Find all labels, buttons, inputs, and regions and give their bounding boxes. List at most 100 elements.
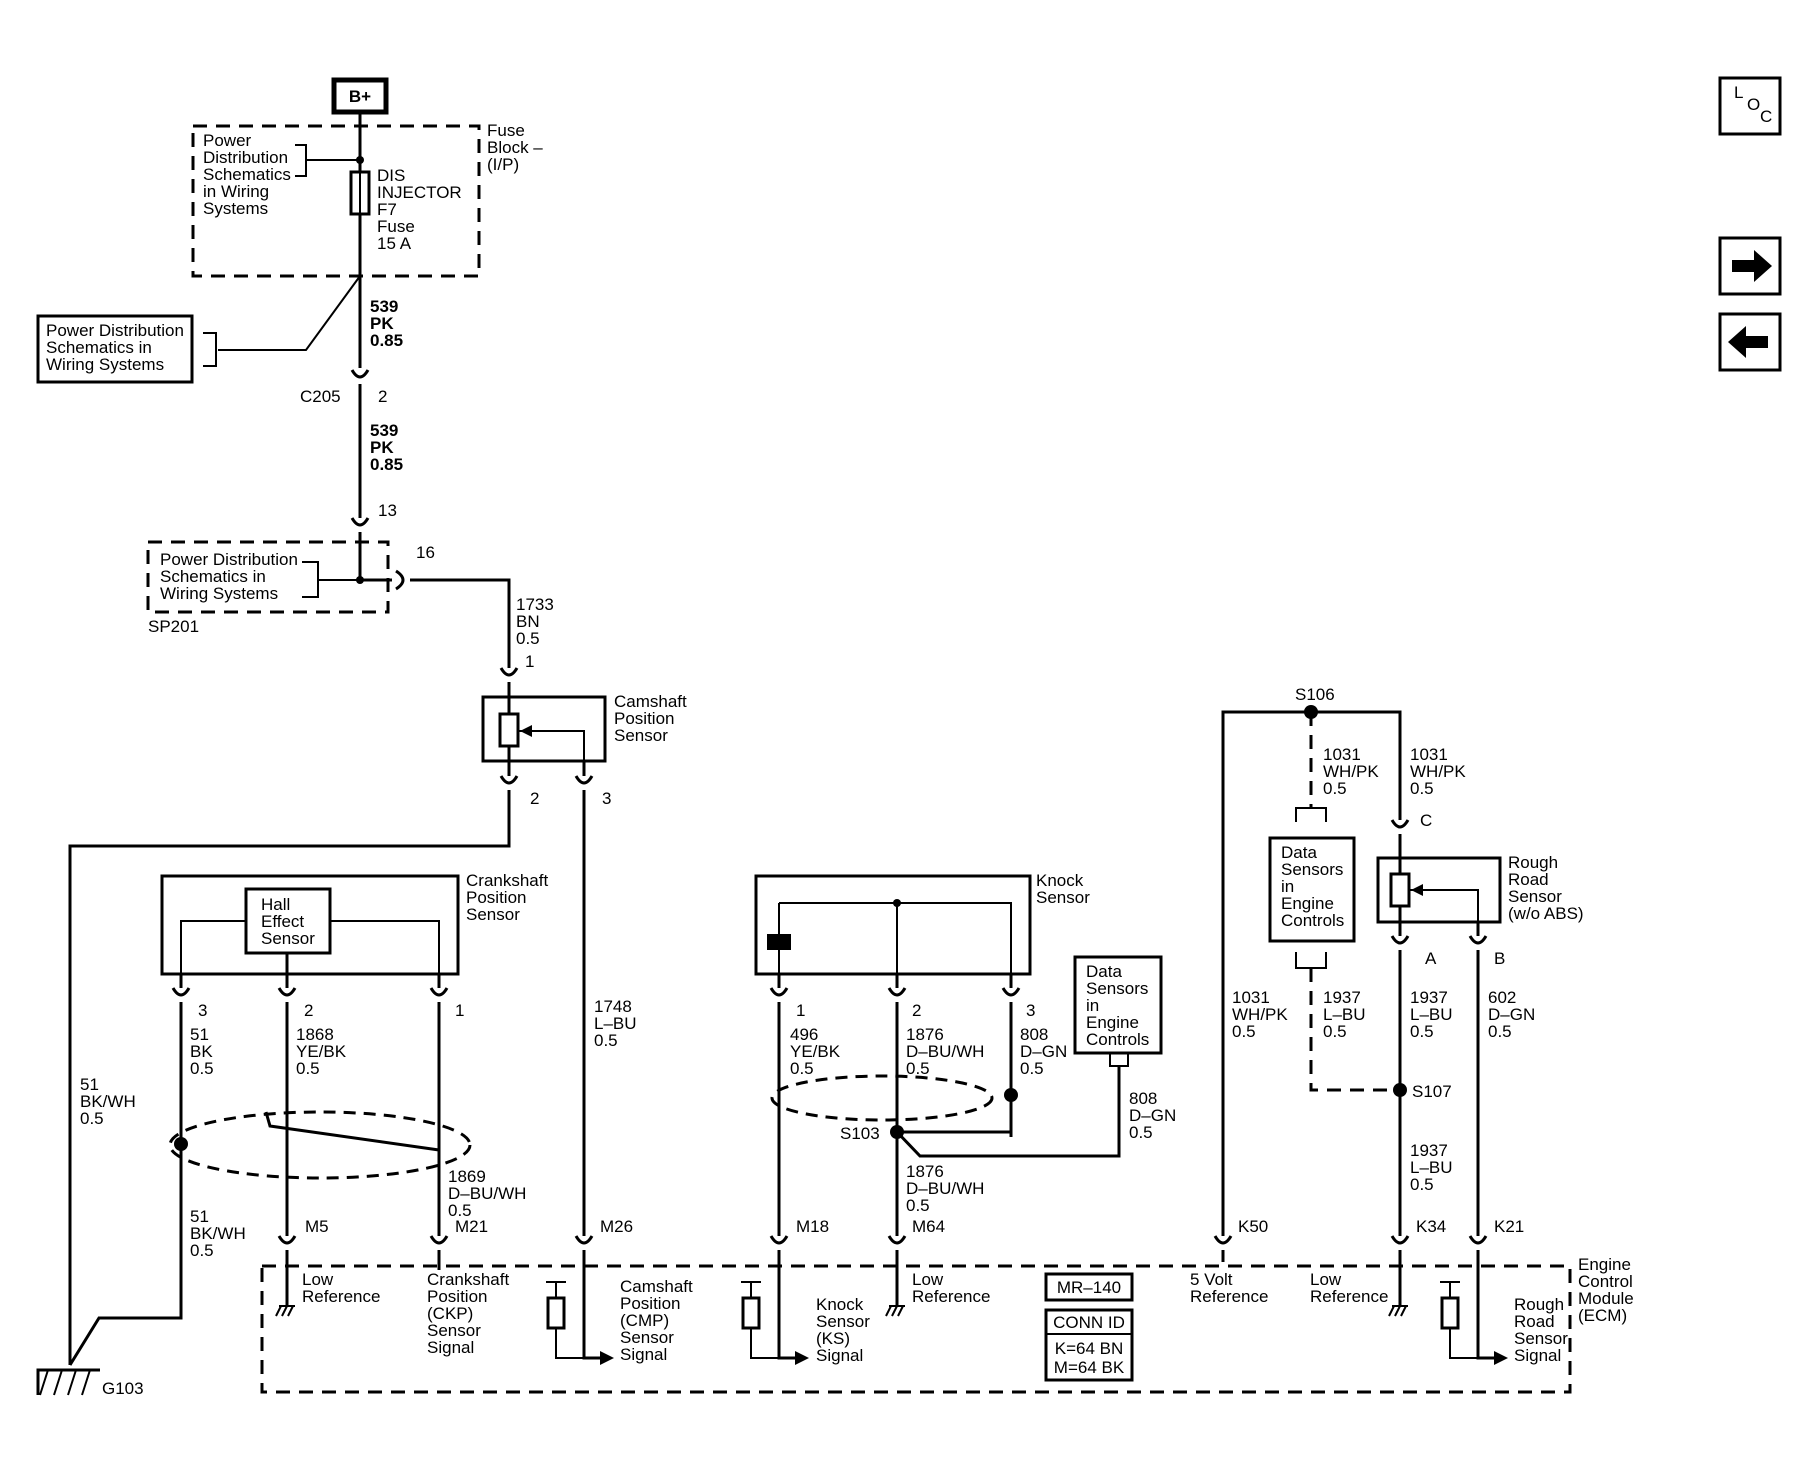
- cmp-resistor-icon: [498, 712, 520, 748]
- rr-signal-arrow-icon: [1494, 1351, 1508, 1365]
- ecm-ground-icon-2: [885, 1305, 905, 1317]
- wire-1937-dashed: [1309, 968, 1400, 1092]
- text-line: Knock: [1036, 871, 1084, 890]
- mr140-label: MR–140: [1057, 1278, 1121, 1297]
- text-line: 602: [1488, 988, 1516, 1007]
- text-line: D–BU/WH: [906, 1042, 984, 1061]
- text-line: 0.5: [1232, 1022, 1256, 1041]
- text-line: Position: [466, 888, 526, 907]
- next-page-button[interactable]: [1718, 236, 1782, 296]
- loc-button[interactable]: L O C: [1718, 76, 1782, 136]
- text-line: Signal: [816, 1346, 863, 1365]
- text-line: Camshaft: [614, 692, 687, 711]
- conn-m-label: M=64 BK: [1054, 1358, 1125, 1377]
- text-line: Fuse: [487, 121, 525, 140]
- rr-pullup-resistor-icon: [1440, 1296, 1460, 1330]
- text-line: 539: [370, 297, 398, 316]
- text-line: Distribution: [203, 148, 288, 167]
- text-line: (w/o ABS): [1508, 904, 1584, 923]
- text-line: Low: [1310, 1270, 1342, 1289]
- loc-o: O: [1747, 95, 1760, 114]
- text-line: 0.5: [1323, 1022, 1347, 1041]
- text-line: 1748: [594, 997, 632, 1016]
- loc-l: L: [1734, 83, 1743, 102]
- text-line: Power Distribution: [160, 550, 298, 569]
- text-line: Low: [302, 1270, 334, 1289]
- rr-resistor-icon: [1389, 872, 1411, 908]
- text-line: 0.5: [1410, 1022, 1434, 1041]
- text-line: YE/BK: [296, 1042, 347, 1061]
- text-line: 0.5: [516, 629, 540, 648]
- text-line: in: [1281, 877, 1294, 896]
- rr-pinA-connector: [1390, 935, 1410, 945]
- ks-pin1-connector: [769, 987, 789, 997]
- s103-label: S103: [840, 1124, 880, 1143]
- text-line: Rough: [1514, 1295, 1564, 1314]
- text-line: 1937: [1323, 988, 1361, 1007]
- text-line: in: [1086, 996, 1099, 1015]
- wire-pd-branch: [218, 275, 361, 351]
- ks-pin3-connector: [1001, 987, 1021, 997]
- text-line: Rough: [1508, 853, 1558, 872]
- text-line: 0.5: [80, 1109, 104, 1128]
- text-line: 808: [1020, 1025, 1048, 1044]
- text-line: DIS: [377, 166, 405, 185]
- previous-page-button[interactable]: [1718, 312, 1782, 372]
- ks-pin3: 3: [1026, 1001, 1035, 1020]
- wire-1733-bn: [410, 578, 511, 668]
- text-line: Signal: [1514, 1346, 1561, 1365]
- ks-pin2: 2: [912, 1001, 921, 1020]
- text-line: Data: [1086, 962, 1122, 981]
- connector-13: [350, 517, 370, 527]
- text-line: 0.5: [906, 1059, 930, 1078]
- rr-pinC-connector: [1390, 819, 1410, 829]
- pd-sp-bracket: [302, 561, 360, 598]
- text-line: Position: [620, 1294, 680, 1313]
- text-line: 0.5: [1410, 1175, 1434, 1194]
- ckp-pin2: 2: [304, 1001, 313, 1020]
- text-line: Sensor: [466, 905, 520, 924]
- s107-label: S107: [1412, 1082, 1452, 1101]
- text-line: Power: [203, 131, 252, 150]
- ckp-pin1-connector: [429, 987, 449, 997]
- text-line: Engine: [1281, 894, 1334, 913]
- shield-drain-splice: [174, 1137, 188, 1151]
- text-line: Sensor: [1514, 1329, 1568, 1348]
- text-line: 51: [190, 1025, 209, 1044]
- text-line: Engine: [1086, 1013, 1139, 1032]
- text-line: D–BU/WH: [906, 1179, 984, 1198]
- ecm-ground-icon-1: [275, 1305, 295, 1317]
- text-line: Crankshaft: [466, 871, 548, 890]
- pin-k21: K21: [1494, 1217, 1524, 1236]
- text-line: 1876: [906, 1162, 944, 1181]
- cmp-pin1: 1: [525, 652, 534, 671]
- text-line: 0.5: [1020, 1059, 1044, 1078]
- text-line: Position: [427, 1287, 487, 1306]
- text-line: (CMP): [620, 1311, 669, 1330]
- ks-data-box: [1073, 955, 1163, 1055]
- text-line: Low: [912, 1270, 944, 1289]
- pin-m64: M64: [912, 1217, 945, 1236]
- ecm-pins: [277, 1235, 1488, 1245]
- text-line: Sensor: [427, 1321, 481, 1340]
